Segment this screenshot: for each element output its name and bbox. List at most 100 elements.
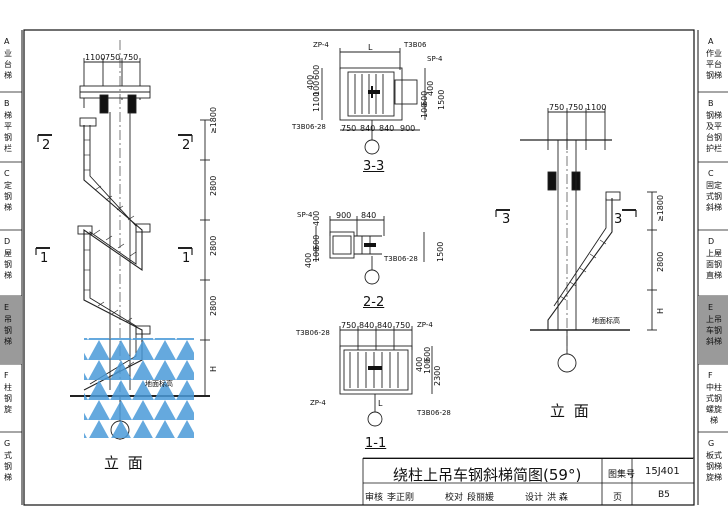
plan22-tag-sp4: SP-4 <box>297 211 313 219</box>
check-label: 校对 <box>445 493 464 503</box>
left-tab-f-code: F <box>4 371 9 380</box>
plan33-tag-t3b06-28: T3B06-28 <box>292 123 326 131</box>
left-tab-d[interactable]: D <box>4 236 10 247</box>
plan22-right-dim-1: 1500 <box>436 241 445 262</box>
left-top-dim-1: 1100 <box>85 53 106 62</box>
plan22-caption: 2-2 <box>363 295 385 310</box>
section-mark-3-left: 3 <box>502 212 511 227</box>
left-side-dim-4: 2800 <box>209 295 218 316</box>
left-tab-f[interactable]: F <box>4 370 9 381</box>
right-tab-e[interactable]: E <box>708 302 713 313</box>
atlas-number: 15J401 <box>645 466 680 477</box>
plan33-top-dim: L <box>368 43 373 52</box>
right-tab-b-text: 钢梯 及平 台钢 护栏 <box>706 111 722 153</box>
plan-3-3-drawing <box>321 48 426 155</box>
right-tab-e-code: E <box>708 303 714 312</box>
left-tab-f-text: 柱 钢 旋 <box>4 383 12 414</box>
plan22-tag-t3b06-28: T3B06-28 <box>384 255 418 263</box>
left-elevation-caption: 立 面 <box>104 454 145 472</box>
right-side-dim-1: ≥1800 <box>656 194 665 222</box>
left-tab-active <box>0 296 22 364</box>
right-tab-b-code: B <box>708 99 714 108</box>
drawing-title: 绕柱上吊车钢斜梯简图(59°) <box>393 466 582 484</box>
left-side-dim-3: 2800 <box>209 235 218 256</box>
plan11-bottom-dim: L <box>378 399 383 408</box>
plan11-top-dim-1: 750 <box>341 321 357 330</box>
left-tab-c[interactable]: C <box>4 168 10 179</box>
title-block: 绕柱上吊车钢斜梯简图(59°) 图集号 15J401 页 B5 审核 李正刚 校… <box>363 458 693 505</box>
plan22-left-dim-4: 400 <box>312 210 321 226</box>
left-tab-a[interactable]: A <box>4 36 9 47</box>
left-side-dim-1: ≥1800 <box>209 106 218 134</box>
plan11-top-dim-4: 750 <box>395 321 411 330</box>
left-tab-c-code: C <box>4 169 10 178</box>
plan11-top-dim-3: 840 <box>377 321 393 330</box>
left-tab-g-text: 式 钢 梯 <box>4 451 12 482</box>
plan11-right-dim-4: 2300 <box>433 365 442 386</box>
right-top-dim-2: 750 <box>568 103 584 112</box>
left-tab-e-text: 吊 钢 梯 <box>4 315 12 346</box>
left-elevation-drawing <box>35 40 210 440</box>
right-tab-a-code: A <box>708 37 714 46</box>
checker-name: 段丽媛 <box>467 493 495 503</box>
section-mark-3-right: 3 <box>614 212 623 227</box>
plan11-right-dim-3: 100 <box>423 358 432 374</box>
right-tab-d[interactable]: D <box>708 236 714 247</box>
right-tab-active <box>698 296 728 364</box>
left-tab-d-code: D <box>4 237 11 246</box>
plan33-caption: 3-3 <box>363 159 385 174</box>
plan-1-1-drawing <box>339 326 433 427</box>
plan33-bottom-dim-2: 840 <box>360 124 376 133</box>
review-label: 审核 <box>365 493 384 503</box>
plan11-tag-zp4-top: ZP-4 <box>417 321 433 329</box>
left-tab-b-text: 梯 平 钢 栏 <box>4 111 12 153</box>
right-top-dim-1: 750 <box>549 103 565 112</box>
plan22-top-dim-1: 900 <box>336 211 352 220</box>
left-tab-b[interactable]: B <box>4 98 10 109</box>
left-side-dim-5: H <box>209 365 218 372</box>
section-mark-1-left: 1 <box>40 251 49 266</box>
plan-2-2-drawing <box>315 216 425 285</box>
atlas-label: 图集号 <box>608 470 636 480</box>
left-tab-e-code: E <box>4 303 10 312</box>
right-tab-d-text: 上屋 面钢 直梯 <box>706 249 722 280</box>
right-tab-a[interactable]: A <box>708 36 713 47</box>
plan22-top-dim-2: 840 <box>361 211 377 220</box>
plan33-bottom-dim-4: 900 <box>400 124 416 133</box>
right-tab-b[interactable]: B <box>708 98 714 109</box>
right-tab-e-text: 上吊 车钢 斜梯 <box>706 315 722 346</box>
left-tab-g-code: G <box>4 439 11 448</box>
page-label: 页 <box>613 493 623 503</box>
plan33-right-dim-1: 1500 <box>437 89 446 110</box>
right-tab-g-text: 板式 钢梯 旋梯 <box>706 451 722 482</box>
design-label: 设计 <box>525 493 544 503</box>
plan11-caption: 1-1 <box>365 436 387 451</box>
plan11-tag-t3b06-28-bottom: T3B06-28 <box>417 409 451 417</box>
left-tab-d-text: 屋 钢 梯 <box>4 249 12 280</box>
section-mark-2-right: 2 <box>182 138 191 153</box>
left-tab-g[interactable]: G <box>4 438 10 449</box>
left-side-dim-2: 2800 <box>209 175 218 196</box>
right-tab-g[interactable]: G <box>708 438 714 449</box>
right-tab-a-text: 作业 平台 钢梯 <box>706 49 722 80</box>
plan33-bottom-dim-3: 840 <box>379 124 395 133</box>
page-number: B5 <box>658 490 670 500</box>
designer-name: 洪 森 <box>547 493 568 503</box>
left-tab-e[interactable]: E <box>4 302 9 313</box>
plan22-left-dim-3: 100 <box>312 246 321 262</box>
left-tab-a-text: 业 台 梯 <box>4 49 12 80</box>
left-tab-b-code: B <box>4 99 10 108</box>
right-tab-f-text: 中柱 式钢 螺旋 梯 <box>706 383 722 425</box>
plan33-left-dim-4: 1100 <box>312 91 321 112</box>
right-tab-f-code: F <box>708 371 713 380</box>
right-ground-label: 地面标高 <box>592 317 620 325</box>
plan33-tag-t3b06: T3B06 <box>404 41 427 49</box>
plan33-bottom-dim-1: 750 <box>341 124 357 133</box>
right-tab-c-code: C <box>708 169 714 178</box>
right-tab-c[interactable]: C <box>708 168 714 179</box>
right-side-dim-2: 2800 <box>656 251 665 272</box>
section-mark-2-left: 2 <box>42 138 51 153</box>
right-tab-f[interactable]: F <box>708 370 713 381</box>
